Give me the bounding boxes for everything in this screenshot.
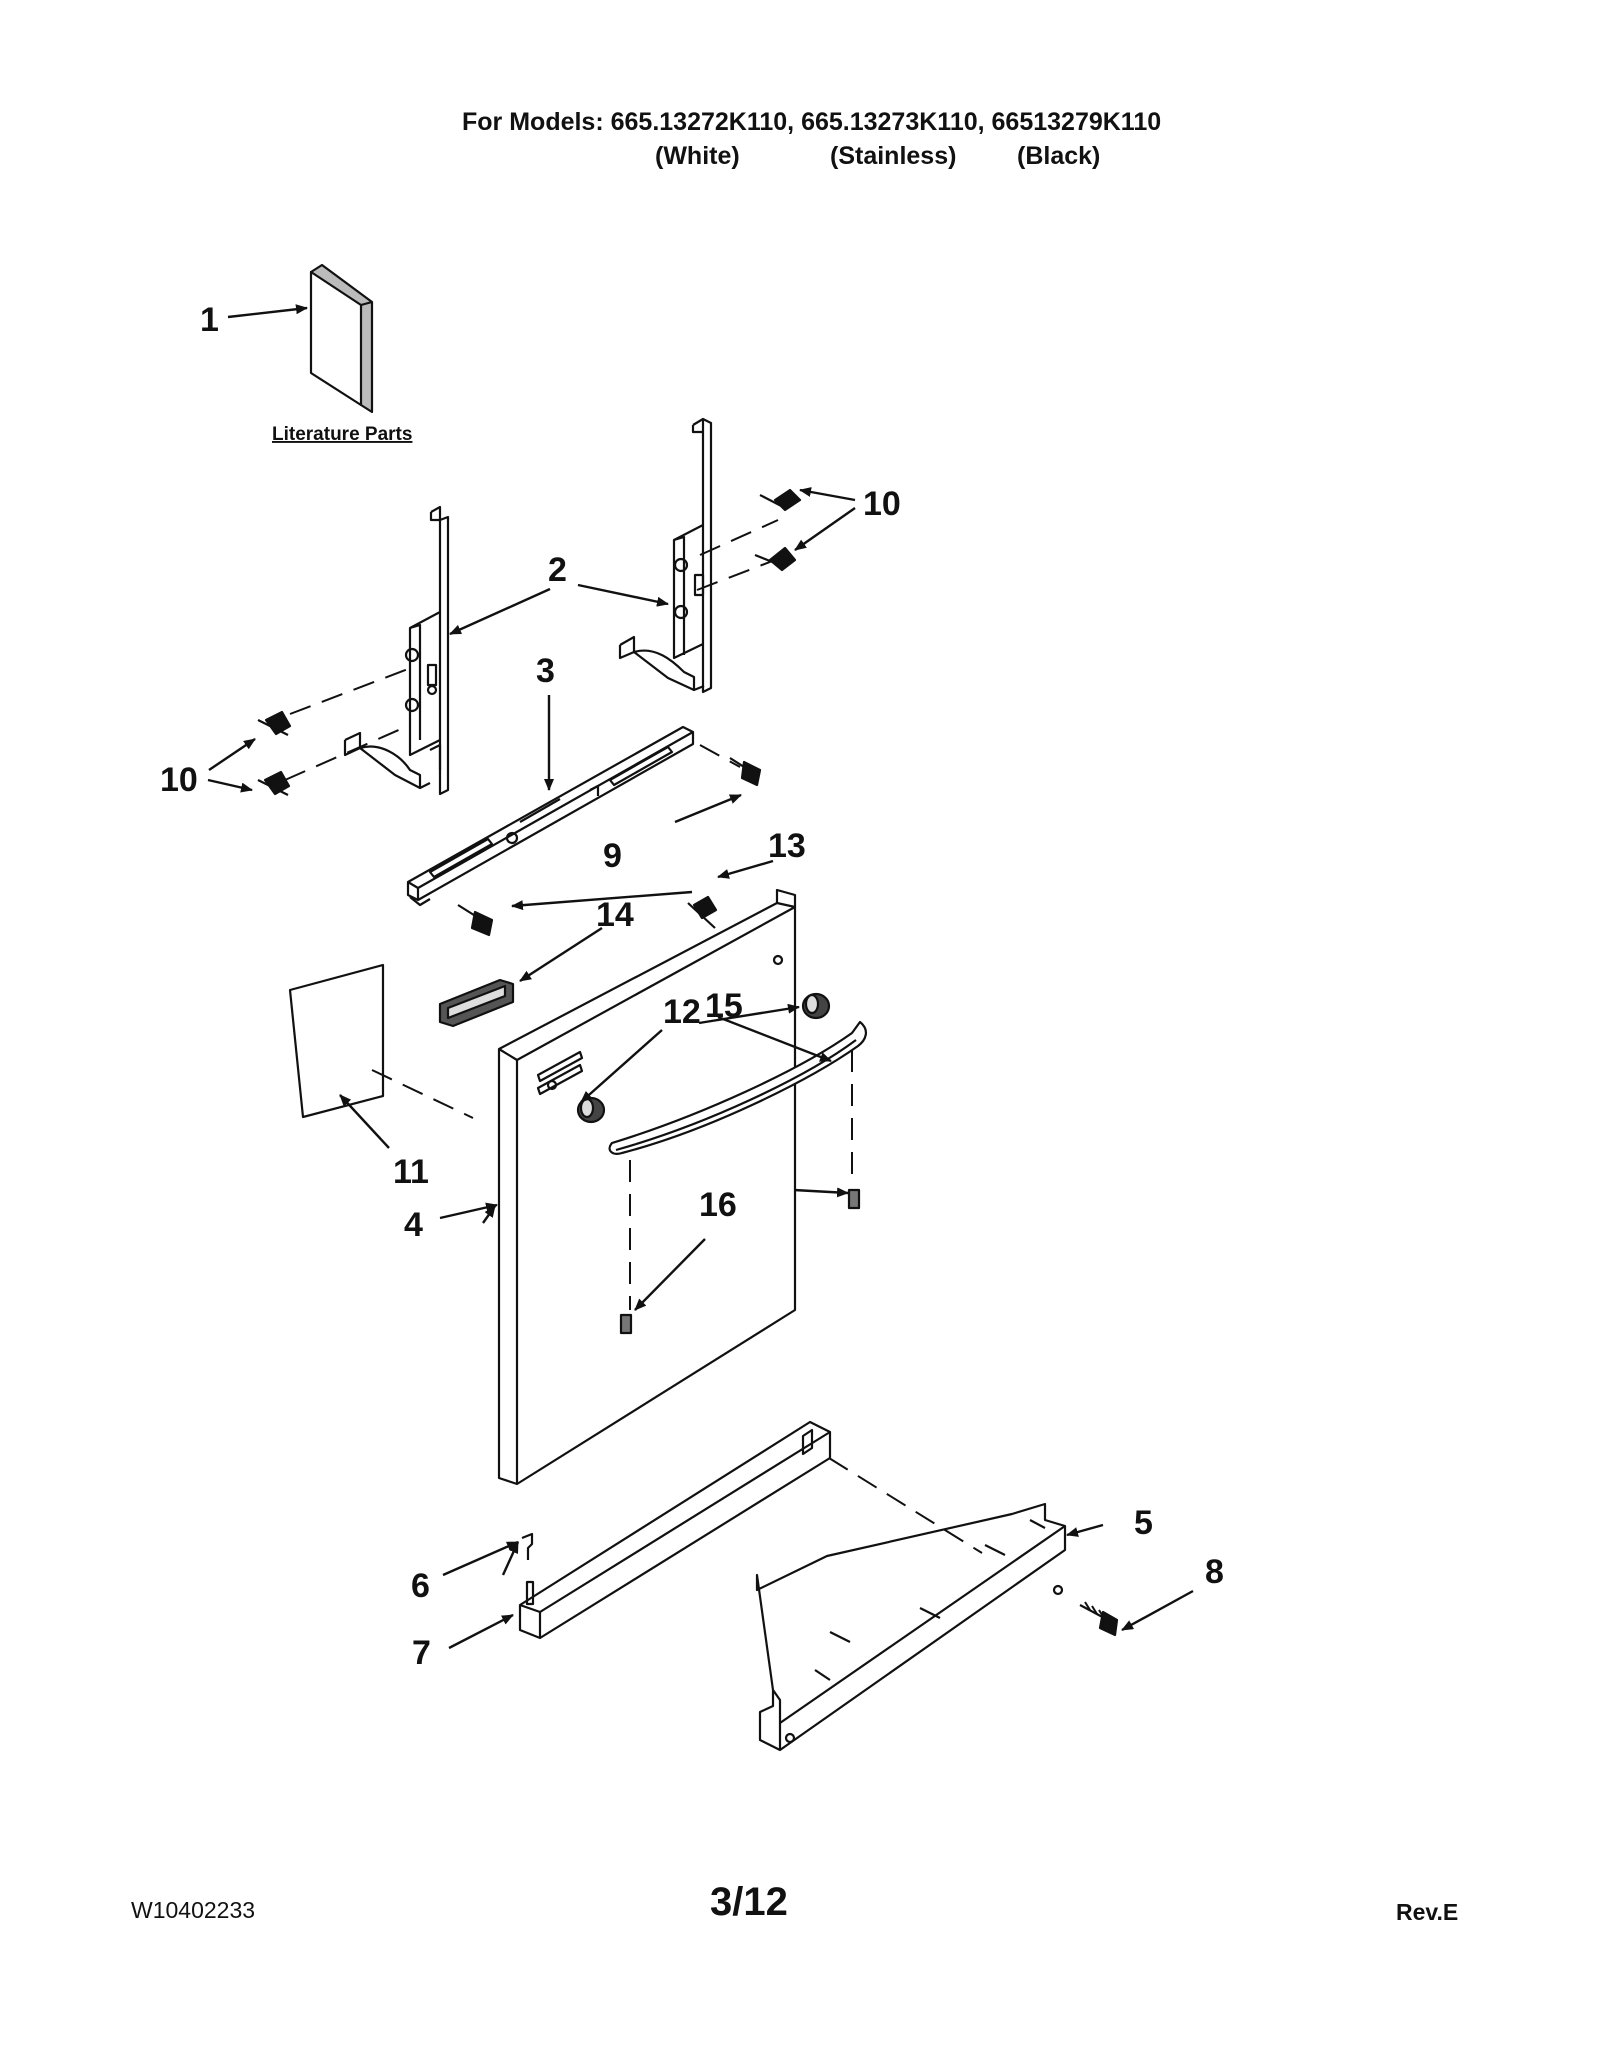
callout-3: 3 bbox=[536, 652, 555, 690]
callout-14: 14 bbox=[596, 896, 634, 934]
callout-2: 2 bbox=[548, 551, 567, 589]
bracket-screw-right bbox=[729, 757, 762, 787]
callout-13: 13 bbox=[768, 827, 806, 865]
variant-black: (Black) bbox=[1017, 142, 1101, 170]
left-hinge-bracket bbox=[343, 505, 450, 796]
set-screw-right bbox=[847, 1188, 861, 1210]
hinge-screw-upper-right-2 bbox=[754, 546, 797, 572]
hinge-screw-lower-left-1 bbox=[257, 710, 292, 736]
callout-1: 1 bbox=[200, 301, 219, 339]
bracket-screw-left bbox=[457, 904, 494, 937]
callout-15: 15 bbox=[705, 987, 743, 1025]
set-screw-left bbox=[619, 1313, 633, 1335]
callout-9: 9 bbox=[603, 837, 622, 875]
vent-grille bbox=[438, 978, 515, 1028]
door-panel bbox=[497, 888, 797, 1486]
callout-10-upper: 10 bbox=[863, 485, 901, 523]
door-screw bbox=[687, 895, 718, 929]
literature-booklet bbox=[309, 263, 374, 414]
page-number: 3/12 bbox=[710, 1880, 788, 1924]
mounting-bracket-rail bbox=[406, 725, 695, 907]
variant-white: (White) bbox=[655, 142, 740, 170]
hinge-screw-upper-right-1 bbox=[759, 488, 802, 512]
callout-16: 16 bbox=[699, 1186, 737, 1224]
callout-4: 4 bbox=[404, 1206, 423, 1244]
models-line: For Models: 665.13272K110, 665.13273K110… bbox=[462, 108, 1162, 136]
toekick-bracket bbox=[755, 1502, 1067, 1752]
callout-12: 12 bbox=[663, 993, 701, 1031]
clip bbox=[521, 1532, 534, 1560]
door-handle-edge bbox=[615, 1039, 857, 1152]
toekick-screw bbox=[1079, 1601, 1119, 1637]
callout-11: 11 bbox=[393, 1153, 429, 1191]
handle-endcap-left bbox=[546, 1079, 606, 1124]
callout-8: 8 bbox=[1205, 1553, 1224, 1591]
callout-6: 6 bbox=[411, 1567, 430, 1605]
assembly-lines bbox=[284, 519, 983, 1554]
handle-endcap-right bbox=[772, 954, 831, 1020]
callout-5: 5 bbox=[1134, 1504, 1153, 1542]
insulation-pad bbox=[288, 963, 385, 1119]
callout-10-lower: 10 bbox=[160, 761, 198, 799]
right-hinge-bracket bbox=[618, 417, 713, 694]
document-number: W10402233 bbox=[131, 1897, 256, 1923]
leader-arrows bbox=[207, 304, 1194, 1650]
callout-7: 7 bbox=[412, 1634, 431, 1672]
variant-stainless: (Stainless) bbox=[830, 142, 957, 170]
literature-parts-label: Literature Parts bbox=[272, 424, 412, 445]
door-handle bbox=[608, 1020, 867, 1155]
revision-label: Rev.E bbox=[1396, 1899, 1459, 1925]
hinge-screw-lower-left-2 bbox=[257, 770, 291, 796]
